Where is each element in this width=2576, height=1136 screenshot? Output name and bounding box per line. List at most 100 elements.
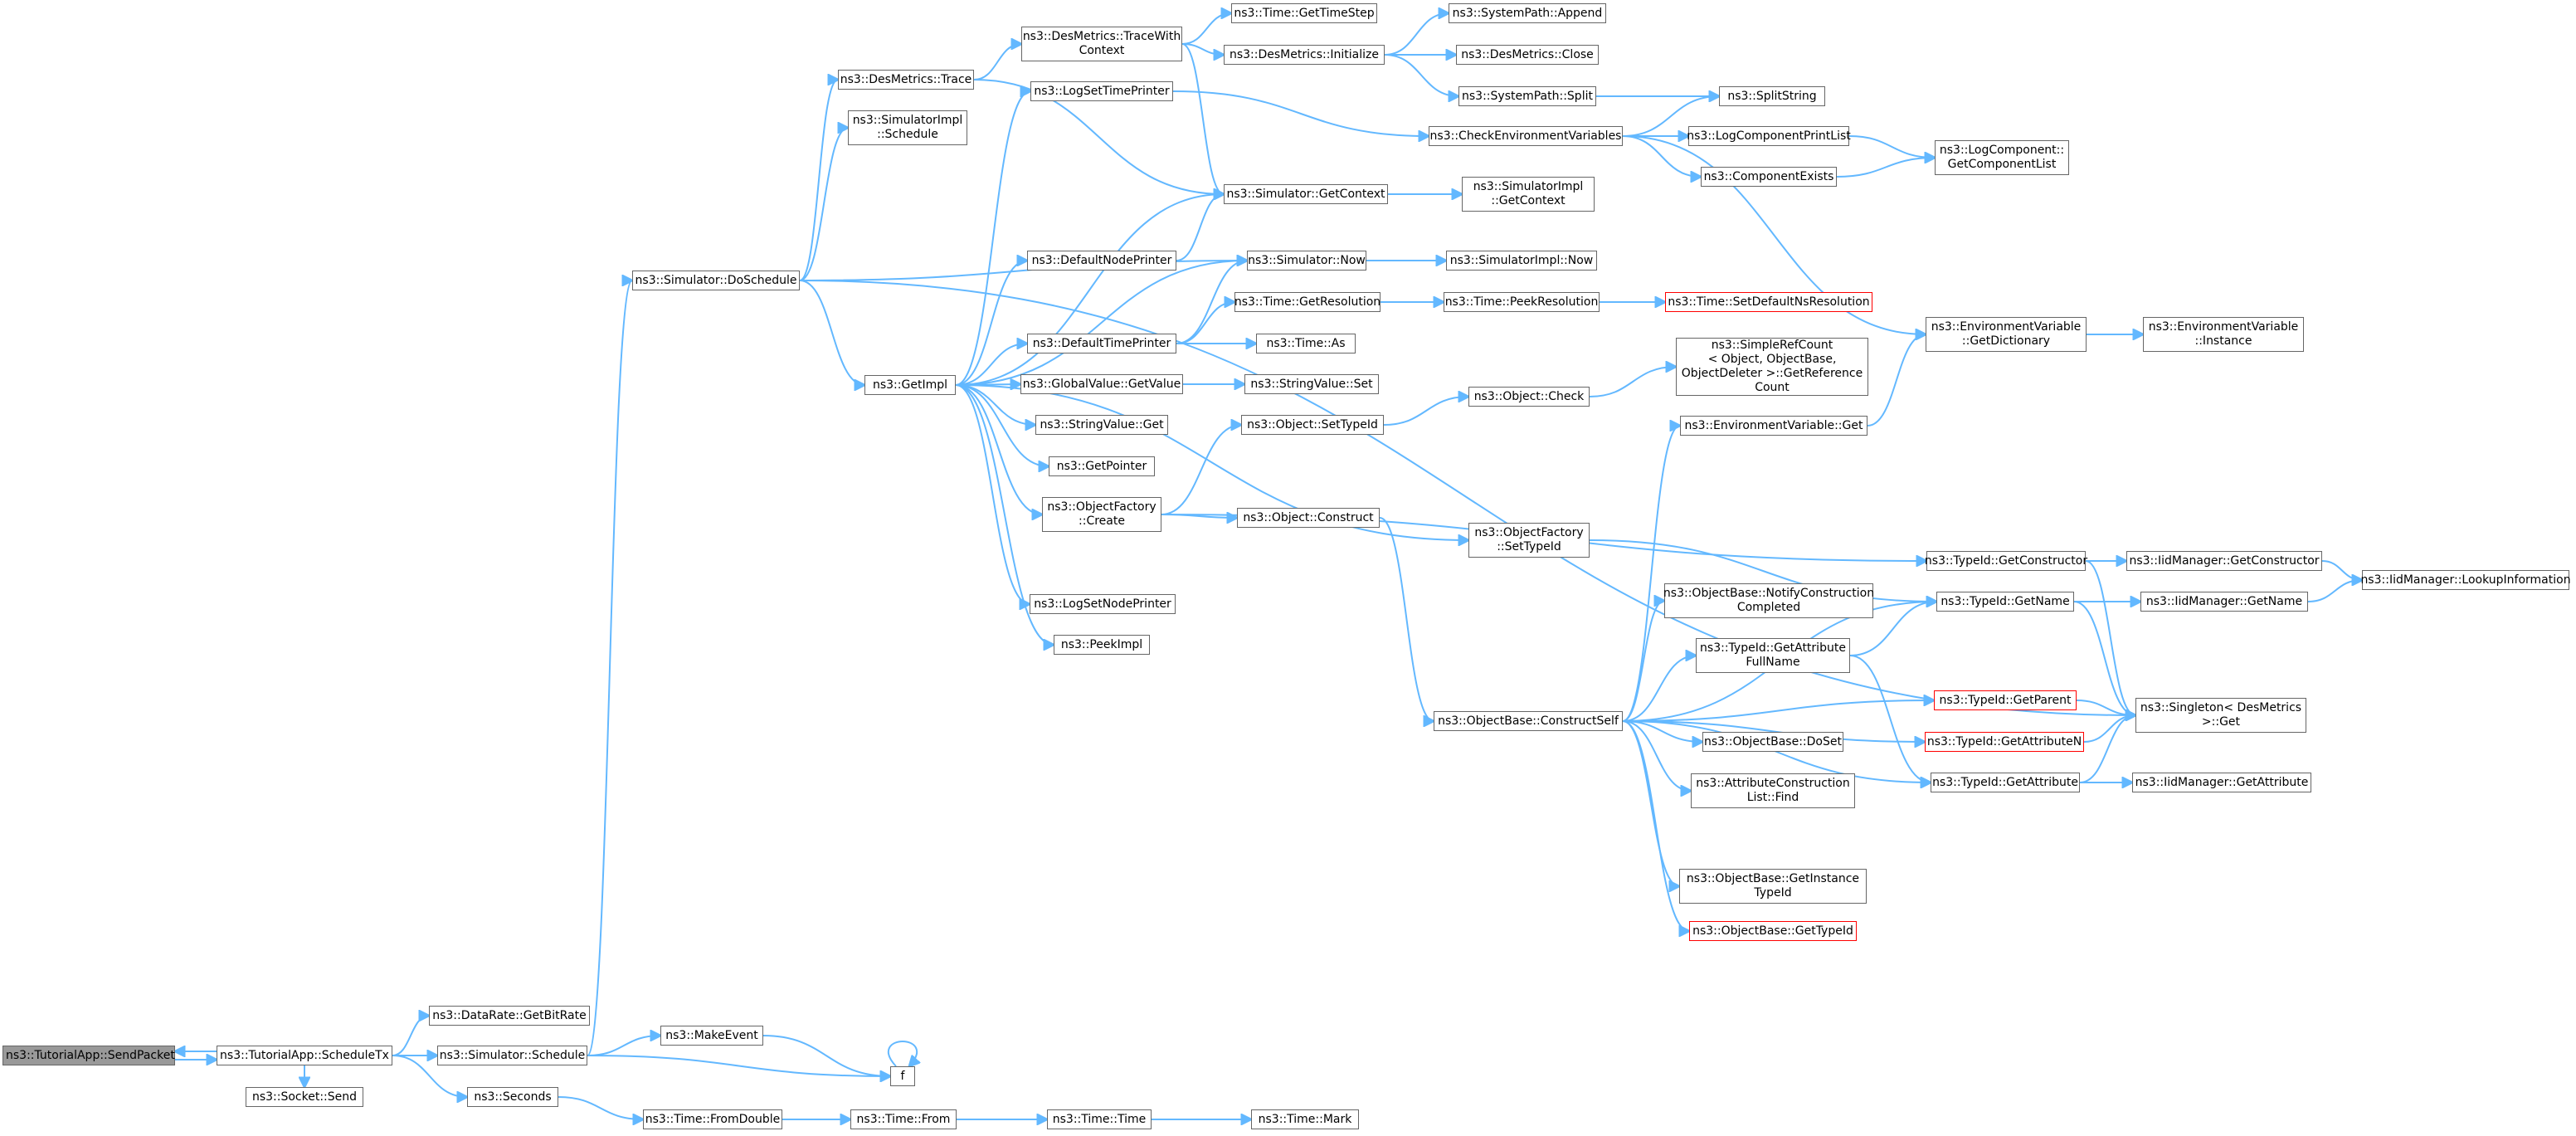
node-simulator-getcontext[interactable]: ns3::Simulator::GetContext: [1224, 184, 1388, 204]
node-defaulttimeprinter[interactable]: ns3::DefaultTimePrinter: [1027, 334, 1176, 353]
node-iidmanager-lookupinformation[interactable]: ns3::IidManager::LookupInformation: [2360, 570, 2571, 590]
node-time-from[interactable]: ns3::Time::From: [850, 1109, 957, 1129]
node-stringvalue-set[interactable]: ns3::StringValue::Set: [1244, 374, 1379, 394]
edge-getimpl-to-logsetnode: [955, 384, 1030, 604]
node-peekimpl[interactable]: ns3::PeekImpl: [1054, 635, 1150, 655]
node-iidmanager-getconstructor[interactable]: ns3::IidManager::GetConstructor: [2126, 551, 2322, 571]
node-objectbase-getinstancetypeid[interactable]: ns3::ObjectBase::GetInstance TypeId: [1679, 869, 1867, 904]
edge-makeevent-to-f: [762, 1035, 890, 1076]
node-object-construct[interactable]: ns3::Object::Construct: [1237, 508, 1380, 528]
node-typeid-getattributefullname[interactable]: ns3::TypeId::GetAttribute FullName: [1696, 638, 1850, 673]
edge-ofcreate-to-objsettypeid: [1161, 425, 1241, 515]
node-objectbase-doset[interactable]: ns3::ObjectBase::DoSet: [1702, 732, 1843, 752]
node-object-settypeid[interactable]: ns3::Object::SetTypeId: [1241, 415, 1384, 435]
node-makeevent[interactable]: ns3::MakeEvent: [660, 1026, 763, 1046]
node-getpointer[interactable]: ns3::GetPointer: [1049, 456, 1155, 476]
node-desmetrics-trace[interactable]: ns3::DesMetrics::Trace: [838, 70, 974, 90]
node-time-as[interactable]: ns3::Time::As: [1256, 334, 1356, 353]
edge-constructself-to-getparent: [1622, 700, 1934, 722]
edge-scheduletx-to-getbitrate: [392, 1016, 429, 1056]
node-typeid-getattributen[interactable]: ns3::TypeId::GetAttributeN: [1925, 732, 2084, 752]
node-logcomponentprintlist[interactable]: ns3::LogComponentPrintList: [1687, 126, 1851, 146]
node-singleton-desmetrics-get[interactable]: ns3::Singleton< DesMetrics >::Get: [2135, 698, 2306, 733]
node-simulator-schedule[interactable]: ns3::Simulator::Schedule: [437, 1046, 587, 1065]
node-objectfactory-settypeid[interactable]: ns3::ObjectFactory ::SetTypeId: [1468, 523, 1590, 558]
edge-f-to-f: [888, 1041, 917, 1066]
edge-tracewith-to-gettimestep: [1181, 13, 1231, 45]
node-time-mark[interactable]: ns3::Time::Mark: [1251, 1109, 1359, 1129]
node-typeid-getname[interactable]: ns3::TypeId::GetName: [1936, 592, 2074, 612]
node-object-check[interactable]: ns3::Object::Check: [1468, 387, 1590, 407]
node-objectbase-constructself[interactable]: ns3::ObjectBase::ConstructSelf: [1434, 711, 1623, 731]
node-typeid-getconstructor[interactable]: ns3::TypeId::GetConstructor: [1925, 551, 2087, 571]
node-splitstring[interactable]: ns3::SplitString: [1719, 86, 1825, 106]
node-componentexists[interactable]: ns3::ComponentExists: [1701, 167, 1837, 187]
node-time-gettimestep[interactable]: ns3::Time::GetTimeStep: [1231, 3, 1377, 23]
node-simulator-doschedule[interactable]: ns3::Simulator::DoSchedule: [632, 271, 800, 290]
node-simulatorimpl-getcontext[interactable]: ns3::SimulatorImpl ::GetContext: [1462, 177, 1595, 212]
edge-getimpl-to-simnow: [955, 261, 1247, 386]
node-tutorialapp-scheduletx[interactable]: ns3::TutorialApp::ScheduleTx: [217, 1046, 392, 1065]
node-systempath-split[interactable]: ns3::SystemPath::Split: [1458, 86, 1596, 106]
node-typeid-getparent[interactable]: ns3::TypeId::GetParent: [1934, 690, 2077, 710]
node-typeid-getattribute[interactable]: ns3::TypeId::GetAttribute: [1931, 773, 2080, 792]
edge-ofsettypeid-to-tidgetname: [1589, 539, 1936, 602]
edge-logsettime-to-checkenv: [1172, 90, 1429, 136]
node-objectbase-gettypeid[interactable]: ns3::ObjectBase::GetTypeId: [1689, 921, 1857, 941]
node-time-peekresolution[interactable]: ns3::Time::PeekResolution: [1444, 292, 1600, 312]
node-logsettimeprinter[interactable]: ns3::LogSetTimePrinter: [1030, 81, 1173, 101]
node-systempath-append[interactable]: ns3::SystemPath::Append: [1449, 3, 1606, 23]
node-time-time[interactable]: ns3::Time::Time: [1047, 1109, 1152, 1129]
node-time-getresolution[interactable]: ns3::Time::GetResolution: [1234, 292, 1381, 312]
edge-tracewith-to-dminit: [1181, 43, 1224, 55]
edge-getimpl-to-logsettime: [955, 91, 1030, 386]
node-iidmanager-getname[interactable]: ns3::IidManager::GetName: [2140, 592, 2308, 612]
node-desmetrics-close[interactable]: ns3::DesMetrics::Close: [1456, 45, 1599, 65]
edge-constructself-to-getattributen: [1622, 720, 1925, 742]
node-attributeconstructionlist-find[interactable]: ns3::AttributeConstruction List::Find: [1691, 773, 1855, 808]
node-simplerefcount-getreferencecount[interactable]: ns3::SimpleRefCount < Object, ObjectBase…: [1676, 338, 1868, 396]
node-logcomponent-getcomponentlist[interactable]: ns3::LogComponent:: GetComponentList: [1935, 140, 2069, 175]
node-environmentvariable-instance[interactable]: ns3::EnvironmentVariable ::Instance: [2143, 317, 2304, 352]
edge-objconstruct-to-constructself: [1379, 517, 1434, 721]
node-desmetrics-initialize[interactable]: ns3::DesMetrics::Initialize: [1224, 45, 1385, 65]
node-simulatorimpl-schedule[interactable]: ns3::SimulatorImpl ::Schedule: [848, 110, 967, 145]
edge-objsettypeid-to-objcheck: [1383, 397, 1468, 426]
edge-checkenv-to-envgetdict: [1622, 135, 1926, 334]
edge-simschedule-to-f: [587, 1055, 890, 1076]
node-time-fromdouble[interactable]: ns3::Time::FromDouble: [643, 1109, 782, 1129]
node-stringvalue-get[interactable]: ns3::StringValue::Get: [1035, 415, 1168, 435]
edge-constructself-to-getattribute: [1622, 720, 1931, 783]
node-globalvalue-getvalue[interactable]: ns3::GlobalValue::GetValue: [1020, 374, 1183, 394]
edge-getimpl-to-simgetctx: [955, 194, 1224, 386]
node-defaultnodeprinter[interactable]: ns3::DefaultNodePrinter: [1027, 251, 1176, 271]
edge-objcheck-to-simplerefcount: [1589, 367, 1676, 397]
edge-doschedule-to-getimpl: [799, 280, 864, 385]
node-simulatorimpl-now[interactable]: ns3::SimulatorImpl::Now: [1446, 251, 1597, 271]
edge-doschedule-to-singleton: [799, 280, 2135, 715]
node-seconds[interactable]: ns3::Seconds: [467, 1087, 558, 1107]
node-datarate-getbitrate[interactable]: ns3::DataRate::GetBitRate: [429, 1006, 590, 1026]
node-getimpl[interactable]: ns3::GetImpl: [864, 375, 956, 395]
edge-constructself-to-getattrfullname: [1622, 656, 1696, 722]
edge-deftimeprinter-to-simnow: [1176, 261, 1247, 344]
edge-constructself-to-notifyconstruction: [1622, 601, 1664, 722]
node-objectbase-notifyconstructioncompleted[interactable]: ns3::ObjectBase::NotifyConstruction Comp…: [1663, 583, 1874, 618]
node-simulator-now[interactable]: ns3::Simulator::Now: [1247, 251, 1366, 271]
node-iidmanager-getattribute[interactable]: ns3::IidManager::GetAttribute: [2132, 773, 2311, 792]
node-tutorialapp-sendpacket[interactable]: ns3::TutorialApp::SendPacket: [2, 1046, 175, 1065]
node-objectfactory-create[interactable]: ns3::ObjectFactory ::Create: [1042, 497, 1161, 532]
edge-getimpl-to-ofcreate: [955, 384, 1042, 514]
edge-getimpl-to-deftimeprinter: [955, 344, 1027, 386]
node-environmentvariable-getdictionary[interactable]: ns3::EnvironmentVariable ::GetDictionary: [1926, 317, 2087, 352]
node-socket-send[interactable]: ns3::Socket::Send: [246, 1087, 363, 1107]
node-desmetrics-tracewithcontext[interactable]: ns3::DesMetrics::TraceWith Context: [1021, 27, 1182, 61]
edge-checkenv-to-splitstring: [1622, 96, 1719, 137]
node-environmentvariable-get[interactable]: ns3::EnvironmentVariable::Get: [1680, 416, 1867, 436]
node-checkenvironmentvariables[interactable]: ns3::CheckEnvironmentVariables: [1429, 126, 1623, 146]
node-logsetnodeprinter[interactable]: ns3::LogSetNodePrinter: [1030, 594, 1176, 614]
node-time-setdefaultnsresolution[interactable]: ns3::Time::SetDefaultNsResolution: [1665, 292, 1872, 312]
node-f[interactable]: f: [890, 1066, 915, 1086]
edge-logcompprint-to-getcomplist: [1848, 135, 1935, 158]
edge-checkenv-to-compexists: [1622, 135, 1701, 177]
